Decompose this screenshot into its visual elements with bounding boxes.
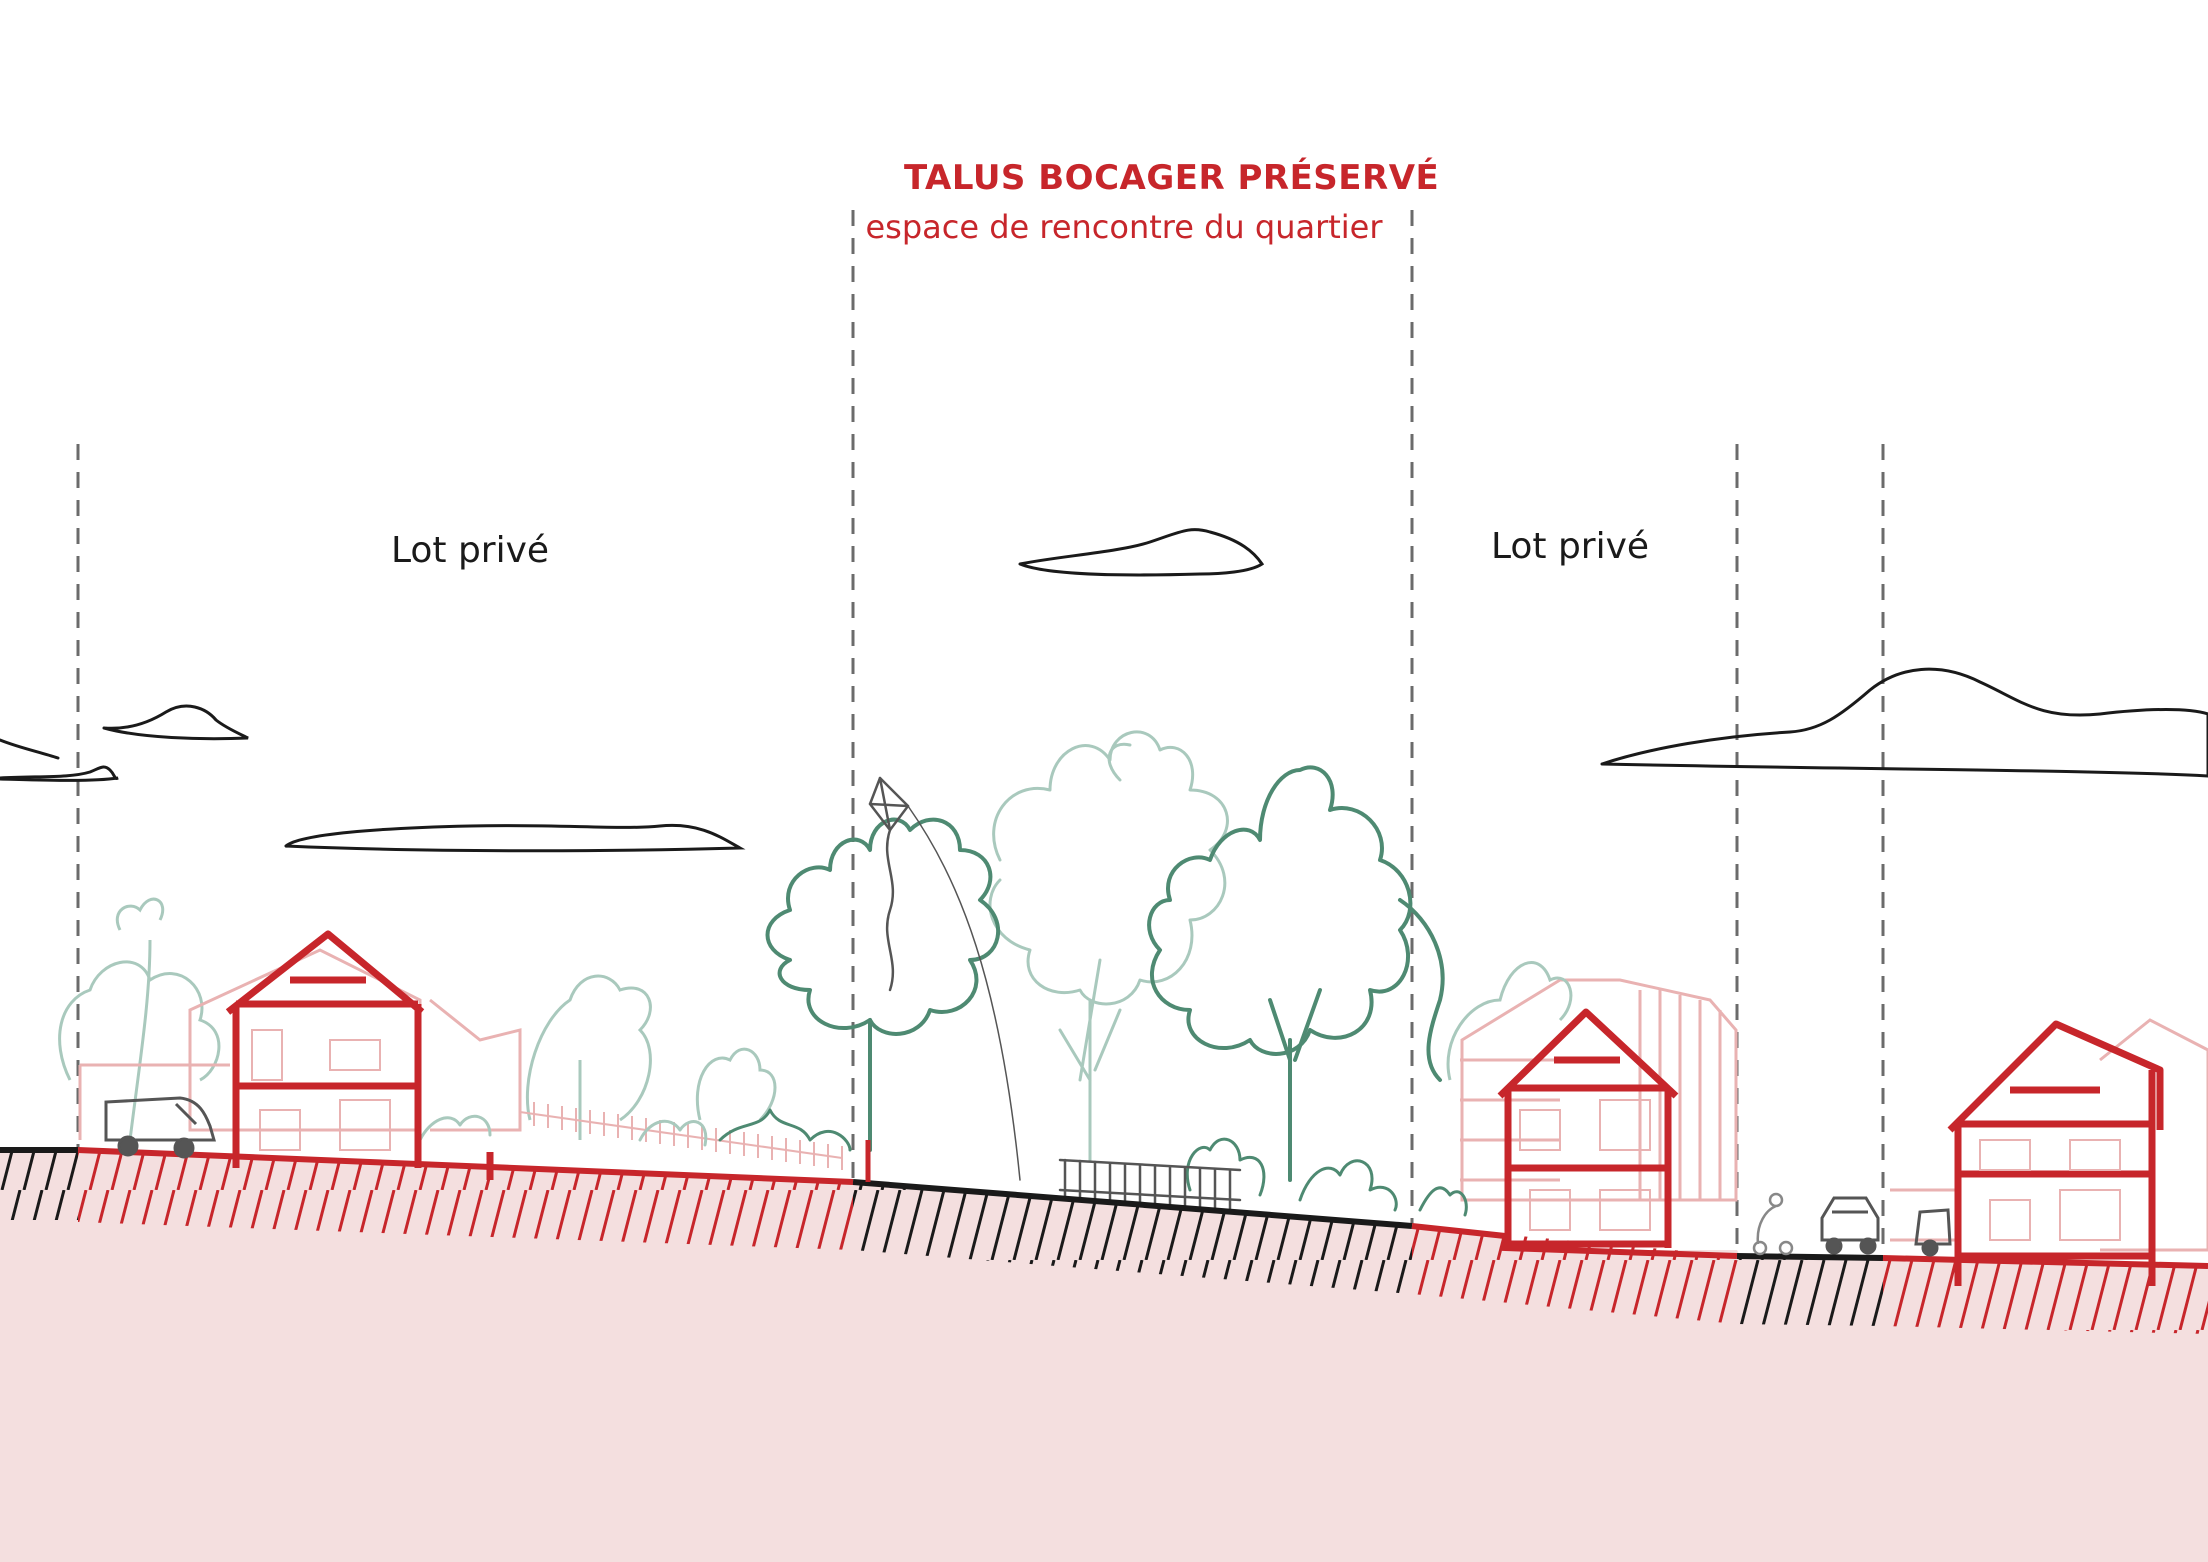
ground-line — [852, 1179, 1413, 1229]
tree-icon — [1147, 765, 1445, 1182]
house-section-icon — [1497, 1008, 1679, 1248]
car-icon — [1820, 1196, 1880, 1255]
ground-line — [1736, 1253, 1884, 1261]
tree-icon — [988, 730, 1229, 1162]
car-icon — [1914, 1208, 1952, 1257]
van-icon — [104, 1096, 216, 1159]
tree-icon — [765, 817, 1000, 1152]
tree-icon — [1446, 961, 1573, 1081]
ground-line — [77, 1147, 854, 1185]
cloud-icon — [284, 823, 746, 853]
house-interiors — [251, 1029, 2121, 1241]
fence-icon — [519, 1100, 843, 1170]
hatch-band-dark — [1737, 1256, 1883, 1326]
fence-icon — [1058, 1158, 1242, 1212]
ground-section — [0, 1140, 2208, 1562]
cloud-icon — [102, 704, 249, 741]
tree-icon — [58, 897, 777, 1141]
lot-label-left: Lot privé — [390, 530, 550, 571]
bushes — [418, 1114, 708, 1147]
hatch-band-left — [0, 1150, 78, 1220]
cloud-icon — [1600, 667, 2208, 778]
cloud-icon — [0, 738, 60, 760]
lot-label-right: Lot privé — [1490, 526, 1650, 567]
section-subtitle: espace de rencontre du quartier — [865, 208, 1383, 246]
clouds — [0, 528, 2208, 853]
background-left — [58, 897, 843, 1170]
kite-icon — [868, 776, 1021, 1181]
cloud-icon — [1018, 528, 1265, 577]
house-section-icon — [225, 930, 494, 1180]
hatch-band-dark — [853, 1182, 1412, 1294]
cloud-icon — [0, 765, 119, 782]
zone-dividers — [76, 210, 1885, 1245]
hatch-band-red — [1883, 1258, 2208, 1334]
bushes — [718, 1108, 1468, 1217]
house-section-icon — [1947, 1020, 2164, 1286]
talus-vegetation — [418, 730, 1468, 1217]
scooter-icon — [1752, 1192, 1794, 1256]
section-title: TALUS BOCAGER PRÉSERVÉ — [904, 158, 1440, 198]
